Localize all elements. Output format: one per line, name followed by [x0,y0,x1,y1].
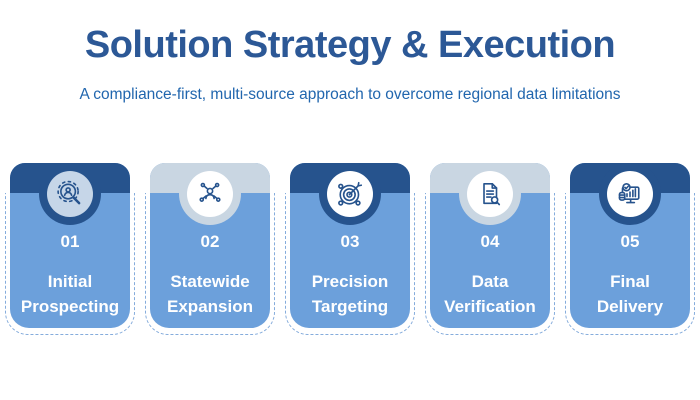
step-label-line2: Verification [444,297,536,316]
step-label-line2: Targeting [311,297,389,316]
steps-row: 01 Initial Prospecting 02 Statewide Expa… [5,163,695,335]
page-subtitle: A compliance-first, multi-source approac… [79,86,621,103]
step-card-4: 04 Data Verification [425,163,555,335]
step-number: 01 [60,232,80,251]
step-label-line1: Precision [311,272,389,291]
step-number: 03 [340,232,360,251]
step-number: 05 [620,232,640,251]
step-card-5: 05 Final Delivery [565,163,695,335]
step-label-line2: Expansion [167,297,253,316]
step-label: Initial Prospecting [10,269,130,319]
prospect-search-icon [47,171,93,217]
network-people-icon [187,171,233,217]
step-label-line1: Statewide [170,272,250,291]
step-label-line1: Initial [47,272,93,291]
step-label-line2: Delivery [596,297,664,316]
step-card-1: 01 Initial Prospecting [5,163,135,335]
step-label: Precision Targeting [290,269,410,319]
monitor-chart-check-icon [607,171,653,217]
step-label-line1: Final [610,272,650,291]
step-card-2: 02 Statewide Expansion [145,163,275,335]
step-label: Statewide Expansion [150,269,270,319]
target-dart-icon [327,171,373,217]
document-magnifier-icon [467,171,513,217]
step-label: Data Verification [430,269,550,319]
step-label-line1: Data [471,272,509,291]
step-number: 02 [200,232,220,251]
step-label-line2: Prospecting [20,297,120,316]
page-title: Solution Strategy & Execution [84,24,616,66]
step-label: Final Delivery [570,269,690,319]
step-card-3: 03 Precision Targeting [285,163,415,335]
step-number: 04 [480,232,500,251]
